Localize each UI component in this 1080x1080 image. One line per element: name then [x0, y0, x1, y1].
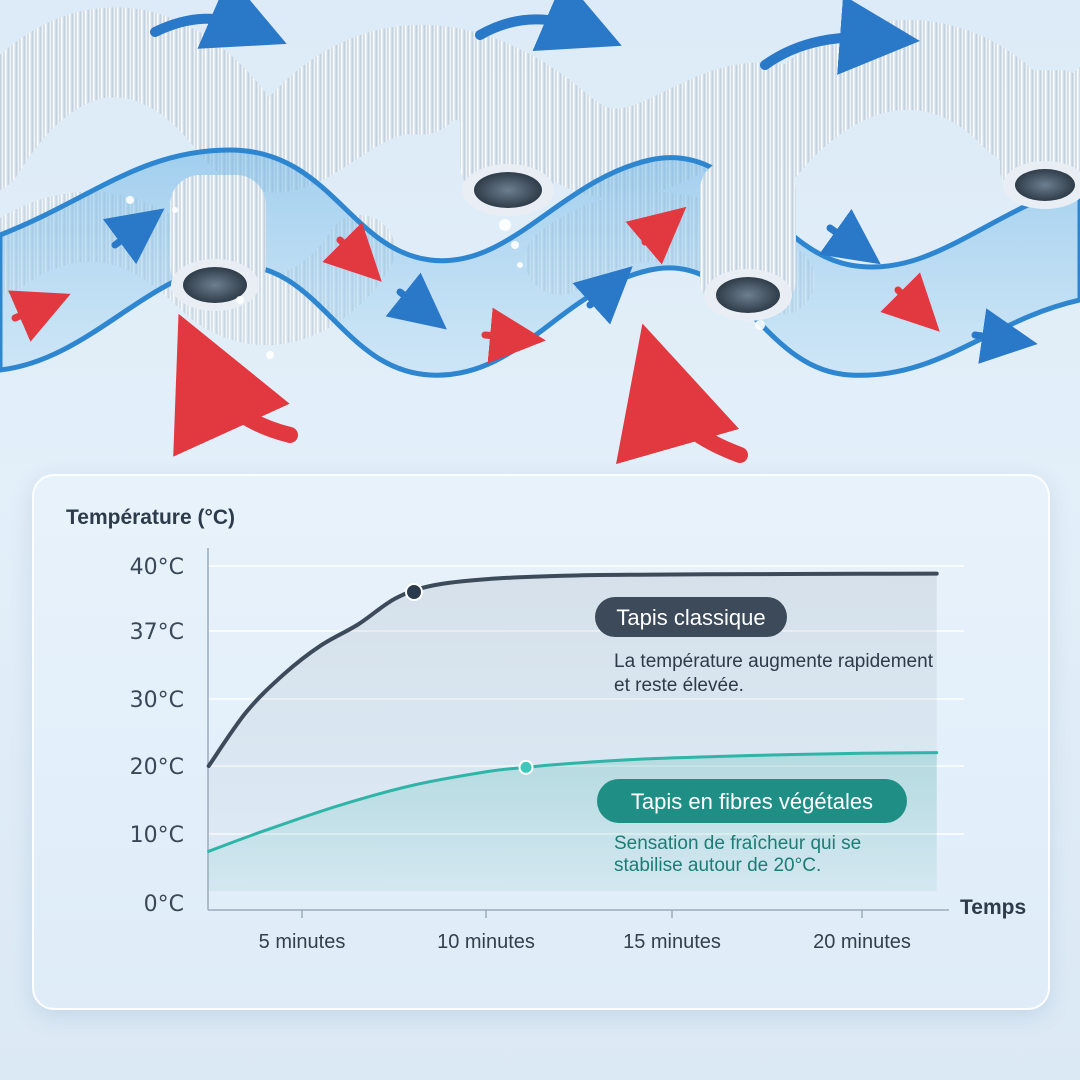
- y-tick-label: 40°C: [130, 555, 184, 580]
- legend-badge-vegetal: [597, 779, 907, 823]
- fiber-weave-illustration: [0, 0, 1080, 465]
- y-tick-label: 10°C: [130, 823, 184, 848]
- y-tick-label: 0°C: [144, 892, 184, 917]
- legend-badge-classique: [595, 597, 787, 637]
- x-tick-labels: 5 minutes 10 minutes 15 minutes 20 minutes: [259, 910, 911, 953]
- airflow-arrows-top: [150, 0, 920, 75]
- heat-arrows-bottom: [173, 313, 748, 465]
- fiber-tubes: [170, 70, 1080, 321]
- x-tick-label: 10 minutes: [437, 931, 535, 953]
- series-vegetal-marker: [518, 759, 534, 775]
- temperature-chart: Température (°C) 0°C 10°C 20°C 30°C 37°C 40°C…: [66, 506, 1026, 953]
- x-tick-label: 15 minutes: [623, 931, 721, 953]
- x-tick-label: 20 minutes: [813, 931, 911, 953]
- y-tick-labels: 0°C 10°C 20°C 30°C 37°C 40°C: [130, 555, 184, 917]
- flow-arrows-in-wave: [8, 206, 1038, 364]
- series-classique-marker: [405, 583, 423, 601]
- note-vegetal-line2: stabilise autour de 20°C.: [614, 855, 821, 876]
- y-axis-title: Température (°C): [66, 506, 235, 529]
- temperature-chart-card: Température (°C) 0°C 10°C 20°C 30°C 37°C 40°C…: [32, 474, 1050, 1010]
- note-vegetal-line1: Sensation de fraîcheur qui se: [614, 833, 861, 854]
- y-tick-label: 30°C: [130, 688, 184, 713]
- y-tick-label: 20°C: [130, 755, 184, 780]
- note-classique-line2: et reste élevée.: [614, 675, 744, 696]
- series-vegetal-line: [207, 751, 939, 853]
- note-classique-line1: La température augmente rapidement: [614, 651, 934, 672]
- legend-label-classique: Tapis classique: [616, 605, 765, 630]
- legend-label-vegetal: Tapis en fibres végétales: [631, 789, 873, 814]
- series-classique-line: [206, 571, 939, 768]
- x-tick-label: 5 minutes: [259, 931, 346, 953]
- x-axis-title: Temps: [960, 896, 1026, 919]
- y-tick-label: 37°C: [130, 620, 184, 645]
